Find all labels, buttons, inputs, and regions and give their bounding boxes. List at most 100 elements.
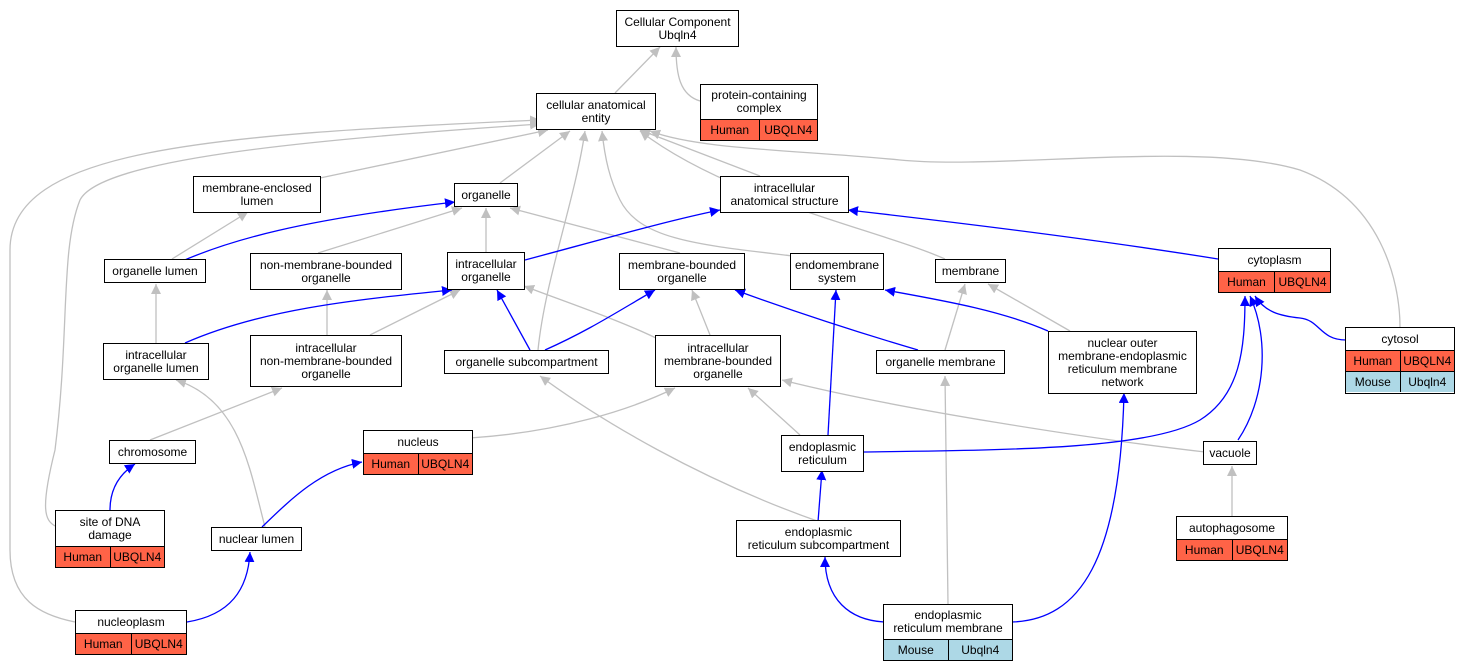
gene-cell: UBQLN4 bbox=[109, 547, 164, 567]
edge-cae-root bbox=[614, 46, 661, 94]
edge-mbo-organelle bbox=[509, 205, 681, 254]
node-intracellular-non-membrane-bounded-organelle[interactable]: intracellular non-membrane-bounded organ… bbox=[250, 335, 402, 387]
edge-erm-ersub bbox=[820, 556, 885, 623]
node-autophagosome[interactable]: autophagosome Human UBQLN4 bbox=[1176, 516, 1288, 561]
edge-nucleoplasm-cae bbox=[9, 115, 541, 623]
node-intracellular-anatomical-structure[interactable]: intracellular anatomical structure bbox=[720, 176, 849, 213]
edge-nmbo-organelle bbox=[317, 206, 463, 254]
gene-cell: UBQLN4 bbox=[1231, 540, 1287, 560]
node-cytosol[interactable]: cytosol Human UBQLN4 Mouse Ubqln4 bbox=[1345, 327, 1455, 394]
node-label: endoplasmic reticulum subcompartment bbox=[747, 524, 890, 552]
node-label: nuclear lumen bbox=[218, 531, 295, 546]
node-label: nuclear outer membrane-endoplasmic retic… bbox=[1058, 335, 1187, 389]
edge-imbo-mbo bbox=[691, 289, 711, 336]
gene-cell: Ubqln4 bbox=[1399, 372, 1454, 392]
gene-cell: UBQLN4 bbox=[758, 120, 817, 140]
edge-vacuole-cytoplasm bbox=[1237, 295, 1263, 441]
node-nucleus[interactable]: nucleus Human UBQLN4 bbox=[363, 430, 473, 475]
node-label: vacuole bbox=[1209, 445, 1251, 460]
edge-cytoplasm-ias bbox=[847, 206, 1219, 260]
node-label: site of DNA damage bbox=[79, 514, 141, 542]
node-cellular-anatomical-entity[interactable]: cellular anatomical entity bbox=[536, 93, 656, 130]
node-label: cytosol bbox=[1381, 331, 1419, 346]
edge-endosys-cae bbox=[598, 130, 794, 257]
node-label: cytoplasm bbox=[1247, 252, 1302, 267]
node-label: endoplasmic reticulum bbox=[788, 439, 857, 467]
edge-osub-io bbox=[496, 289, 531, 351]
node-label: cellular anatomical entity bbox=[546, 97, 646, 125]
edge-organelle-cae bbox=[499, 130, 571, 184]
node-label: organelle membrane bbox=[885, 354, 996, 369]
edge-osub-cae bbox=[537, 130, 589, 351]
node-endoplasmic-reticulum[interactable]: endoplasmic reticulum bbox=[781, 435, 864, 472]
species-cell: Human bbox=[701, 120, 759, 140]
node-er-subcompartment[interactable]: endoplasmic reticulum subcompartment bbox=[736, 520, 901, 557]
edge-nucleus-imbo bbox=[469, 387, 676, 439]
node-organelle-membrane[interactable]: organelle membrane bbox=[876, 350, 1005, 374]
node-chromosome[interactable]: chromosome bbox=[109, 440, 196, 464]
edge-ersub-er bbox=[816, 469, 827, 523]
node-label: organelle bbox=[461, 187, 511, 202]
node-label: nucleoplasm bbox=[97, 614, 165, 629]
species-cell: Human bbox=[76, 634, 131, 654]
node-nuclear-lumen[interactable]: nuclear lumen bbox=[211, 527, 302, 551]
edge-erm-nomern bbox=[1011, 392, 1129, 623]
node-intracellular-organelle-lumen[interactable]: intracellular organelle lumen bbox=[103, 343, 209, 380]
node-protein-containing-complex[interactable]: protein-containing complex Human UBQLN4 bbox=[700, 84, 818, 141]
edge-olumen-organelle bbox=[179, 198, 456, 263]
node-label: organelle lumen bbox=[112, 263, 198, 278]
node-site-of-dna-damage[interactable]: site of DNA damage Human UBQLN4 bbox=[55, 510, 165, 568]
species-cell: Human bbox=[56, 547, 110, 567]
node-er-membrane[interactable]: endoplasmic reticulum membrane Mouse Ubq… bbox=[883, 604, 1013, 661]
node-label: protein-containing complex bbox=[711, 88, 807, 115]
edge-osub-mbo bbox=[544, 289, 656, 351]
edge-sdna-chromosome bbox=[109, 463, 136, 511]
gene-cell: UBQLN4 bbox=[1399, 351, 1454, 371]
node-nucleoplasm[interactable]: nucleoplasm Human UBQLN4 bbox=[75, 610, 187, 655]
node-label: membrane-bounded organelle bbox=[627, 257, 737, 285]
node-label: membrane-enclosed lumen bbox=[202, 180, 312, 208]
species-cell: Mouse bbox=[884, 640, 948, 660]
species-cell: Human bbox=[1219, 272, 1274, 292]
edge-er-cytoplasm bbox=[863, 295, 1250, 453]
node-label: Cellular Component Ubqln4 bbox=[624, 14, 731, 42]
node-nuclear-outer-membrane-er-network[interactable]: nuclear outer membrane-endoplasmic retic… bbox=[1048, 331, 1197, 394]
node-label: intracellular organelle lumen bbox=[113, 347, 199, 375]
node-membrane-enclosed-lumen[interactable]: membrane-enclosed lumen bbox=[193, 176, 321, 213]
gene-cell: UBQLN4 bbox=[130, 634, 186, 654]
node-non-membrane-bounded-organelle[interactable]: non-membrane-bounded organelle bbox=[250, 253, 402, 290]
node-cytoplasm[interactable]: cytoplasm Human UBQLN4 bbox=[1218, 248, 1331, 293]
node-organelle-lumen[interactable]: organelle lumen bbox=[104, 259, 206, 283]
gene-cell: Ubqln4 bbox=[947, 640, 1012, 660]
edge-erm-omem bbox=[940, 375, 951, 605]
node-label: intracellular membrane-bounded organelle bbox=[663, 340, 773, 381]
edge-nucleoplasm-nlumen bbox=[186, 551, 255, 623]
node-organelle-subcompartment[interactable]: organelle subcompartment bbox=[444, 350, 609, 374]
node-vacuole[interactable]: vacuole bbox=[1203, 441, 1257, 465]
node-membrane[interactable]: membrane bbox=[935, 259, 1006, 283]
edge-cytosol-cytoplasm bbox=[1254, 295, 1347, 341]
node-label: membrane bbox=[941, 263, 1000, 278]
edge-cytosol-cae bbox=[649, 129, 1401, 328]
node-organelle[interactable]: organelle bbox=[454, 183, 518, 207]
edge-vacuole-imbo bbox=[781, 377, 1206, 453]
edge-pcc-root bbox=[671, 46, 701, 102]
node-label: intracellular anatomical structure bbox=[730, 180, 839, 208]
edge-mel-cae bbox=[319, 127, 549, 179]
node-label: endoplasmic reticulum membrane bbox=[893, 608, 1003, 635]
edge-er-imbo bbox=[747, 387, 801, 436]
node-label: non-membrane-bounded organelle bbox=[259, 257, 393, 285]
edge-chromosome-inmbo bbox=[149, 387, 283, 441]
edge-olumen-mel bbox=[171, 211, 249, 260]
node-membrane-bounded-organelle[interactable]: membrane-bounded organelle bbox=[619, 253, 745, 290]
edge-omem-mbo bbox=[734, 288, 919, 351]
node-intracellular-organelle[interactable]: intracellular organelle bbox=[447, 252, 525, 290]
node-intracellular-membrane-bounded-organelle[interactable]: intracellular membrane-bounded organelle bbox=[655, 335, 781, 387]
edge-omem-membrane bbox=[944, 283, 967, 351]
species-cell: Human bbox=[1346, 351, 1400, 371]
edge-er-endosys bbox=[827, 289, 841, 436]
node-root[interactable]: Cellular Component Ubqln4 bbox=[616, 10, 739, 47]
node-endomembrane-system[interactable]: endomembrane system bbox=[790, 253, 884, 290]
edge-sdna-cae bbox=[44, 119, 541, 527]
